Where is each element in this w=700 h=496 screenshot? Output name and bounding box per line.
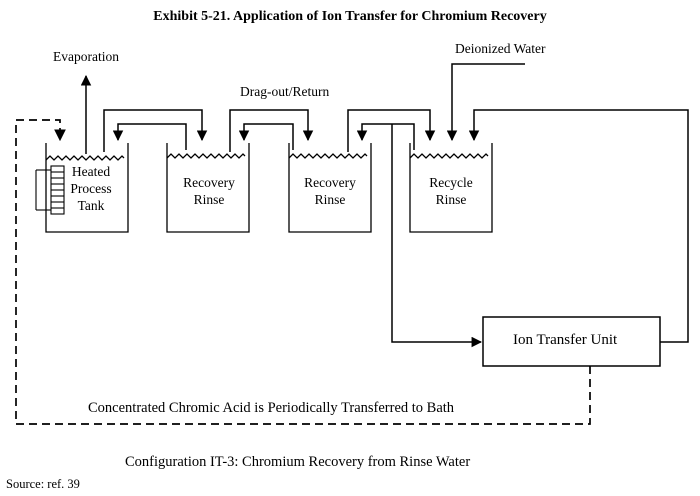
tank-recovery-rinse-2 [288,143,372,233]
dragout-return-lines [103,109,436,152]
tank-label-recycle-rinse: Recycle Rinse [429,175,473,207]
evaporation-label: Evaporation [53,49,119,64]
configuration-caption: Configuration IT-3: Chromium Recovery fr… [125,454,471,470]
deionized-water-label: Deionized Water [455,41,546,56]
concentrated-acid-banner: Concentrated Chromic Acid is Periodicall… [88,400,455,416]
feed-line [391,124,483,348]
exhibit-title: Exhibit 5-21. Application of Ion Transfe… [153,9,547,24]
deionized-water-arrow [446,63,525,142]
ion-transfer-unit-box [482,316,661,367]
source-note: Source: ref. 39 [6,477,80,491]
ion-transfer-unit-label: Ion Transfer Unit [513,332,618,348]
tank-recycle-rinse [409,143,493,233]
dragout-return-label: Drag-out/Return [240,84,330,99]
heater-icon [35,165,65,215]
tank-recovery-rinse-1 [166,143,250,233]
return-line [468,109,689,343]
concentrated-acid-dashed-line [15,119,591,425]
tank-heated-process [45,143,129,233]
tank-label-heated-process: Heated Process Tank [70,164,112,213]
tank-label-recovery-rinse-2: Recovery Rinse [304,175,356,207]
tank-label-recovery-rinse-1: Recovery Rinse [183,175,235,207]
